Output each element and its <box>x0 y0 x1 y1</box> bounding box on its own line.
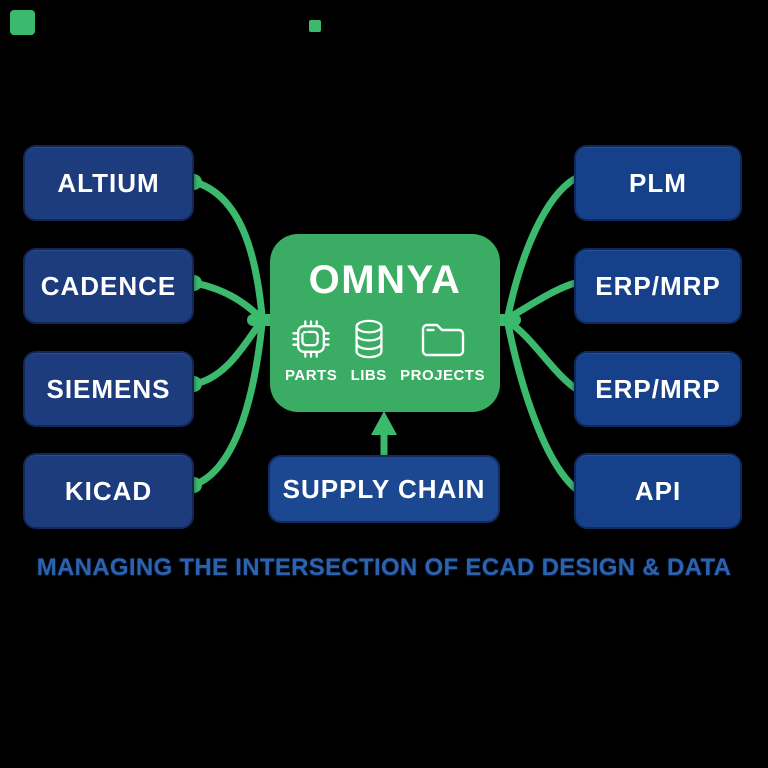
chip-icon <box>292 318 330 360</box>
node-label: SUPPLY CHAIN <box>282 473 486 504</box>
node-label: ERP/MRP <box>595 270 721 301</box>
node-cadence: CADENCE <box>23 248 194 324</box>
node-omnya: OMNYA PARTS <box>270 234 500 412</box>
connector-altium-to-omnya <box>191 178 266 320</box>
node-label: API <box>634 475 682 506</box>
node-api: API <box>574 453 742 529</box>
node-supply-chain: SUPPLY CHAIN <box>268 455 500 523</box>
omnya-title: OMNYA <box>308 258 462 302</box>
feature-parts: PARTS <box>285 318 337 384</box>
node-label: CADENCE <box>40 270 177 301</box>
node-label: ALTIUM <box>57 167 160 198</box>
node-kicad: KICAD <box>23 453 194 529</box>
folder-icon <box>420 318 466 360</box>
node-label: PLM <box>629 167 687 198</box>
decor-green-square-small <box>309 20 321 32</box>
connector-omnya-to-api <box>504 320 580 493</box>
supply-arrow-head-icon <box>371 411 397 435</box>
omnya-features: PARTS LIBS <box>270 318 500 384</box>
node-siemens: SIEMENS <box>23 351 194 427</box>
connector-omnya-to-plm <box>504 174 580 320</box>
feature-label: PROJECTS <box>400 367 485 384</box>
node-label: SIEMENS <box>46 373 171 404</box>
node-altium: ALTIUM <box>23 145 194 221</box>
feature-libs: LIBS <box>351 318 387 384</box>
node-erp-mrp-1: ERP/MRP <box>574 248 742 324</box>
node-label: KICAD <box>64 475 153 506</box>
connector-siemens-to-omnya <box>190 318 265 388</box>
feature-label: LIBS <box>350 367 387 384</box>
node-erp-mrp-2: ERP/MRP <box>574 351 742 427</box>
database-icon <box>351 318 387 360</box>
feature-projects: PROJECTS <box>400 318 485 384</box>
decor-green-square <box>10 10 35 35</box>
connector-kicad-to-omnya <box>190 320 266 489</box>
node-plm: PLM <box>574 145 742 221</box>
feature-label: PARTS <box>285 367 338 384</box>
connector-omnya-to-erp2 <box>504 318 579 392</box>
connector-cadence-to-omnya <box>191 279 265 322</box>
node-label: ERP/MRP <box>595 373 721 404</box>
tagline: MANAGING THE INTERSECTION OF ECAD DESIGN… <box>36 554 732 581</box>
